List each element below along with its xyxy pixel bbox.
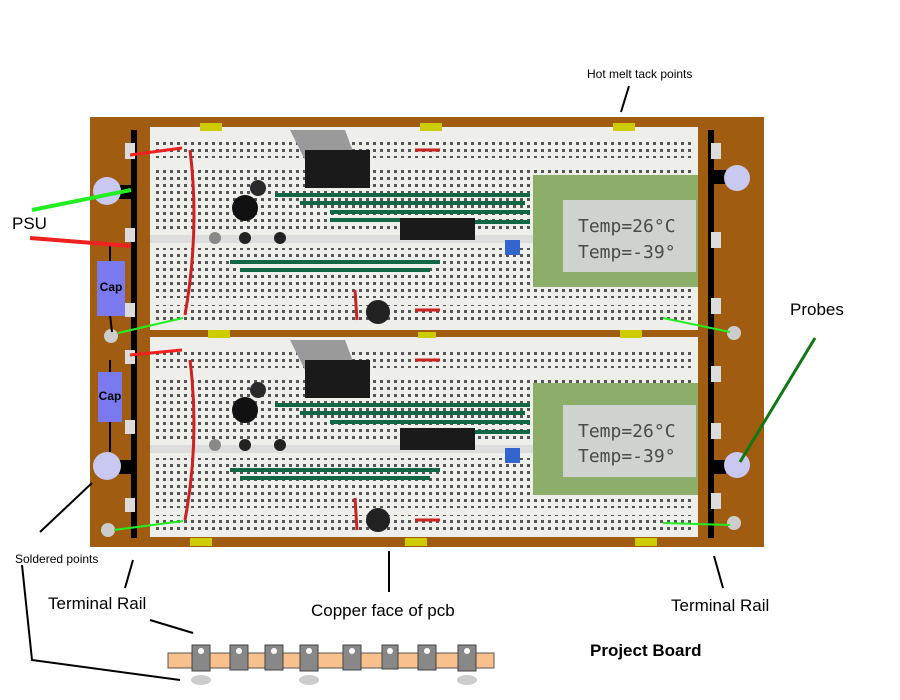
cap-bottom-label: Cap bbox=[99, 389, 122, 403]
lcd-line-1: Temp=26°C bbox=[578, 421, 676, 442]
lcd-line-1: Temp=26°C bbox=[578, 216, 676, 237]
ic-chip bbox=[400, 218, 475, 240]
psu-wire-green bbox=[31, 188, 132, 212]
tack-points bbox=[190, 123, 657, 546]
electrolytic-cap bbox=[232, 195, 258, 221]
cap-top-label: Cap bbox=[100, 280, 123, 294]
label-psu: PSU bbox=[12, 214, 47, 233]
breadboard-top: Temp=26°C Temp=-39° bbox=[150, 127, 698, 330]
electrolytic-cap bbox=[250, 180, 266, 196]
label-probes: Probes bbox=[790, 300, 844, 319]
lcd-line-2: Temp=-39° bbox=[578, 446, 676, 467]
terminal-rail-right bbox=[708, 130, 714, 538]
project-board-strip bbox=[167, 644, 495, 685]
cap-top bbox=[97, 261, 125, 316]
small-solder-points bbox=[101, 326, 741, 537]
connector bbox=[305, 150, 370, 188]
lcd-screen bbox=[563, 200, 696, 272]
label-soldered-points: Soldered points bbox=[15, 552, 99, 566]
rail-clips bbox=[125, 143, 721, 512]
breadboard-bottom: Temp=26°C Temp=-39° bbox=[150, 337, 698, 537]
label-project-board: Project Board bbox=[590, 641, 702, 660]
connector bbox=[305, 360, 370, 398]
label-hot-melt: Hot melt tack points bbox=[587, 67, 693, 81]
psu-wire-red bbox=[29, 236, 132, 248]
terminal-rail-left bbox=[131, 130, 137, 538]
probe-wire bbox=[738, 337, 817, 463]
cap-bottom bbox=[98, 372, 122, 422]
lcd-line-2: Temp=-39° bbox=[578, 242, 676, 263]
ic-chip bbox=[400, 428, 475, 450]
lcd-screen bbox=[563, 405, 696, 477]
label-terminal-rail-left: Terminal Rail bbox=[48, 594, 147, 613]
label-copper-face: Copper face of pcb bbox=[311, 601, 455, 620]
label-terminal-rail-right: Terminal Rail bbox=[671, 596, 770, 615]
electrolytic-cap bbox=[232, 397, 258, 423]
